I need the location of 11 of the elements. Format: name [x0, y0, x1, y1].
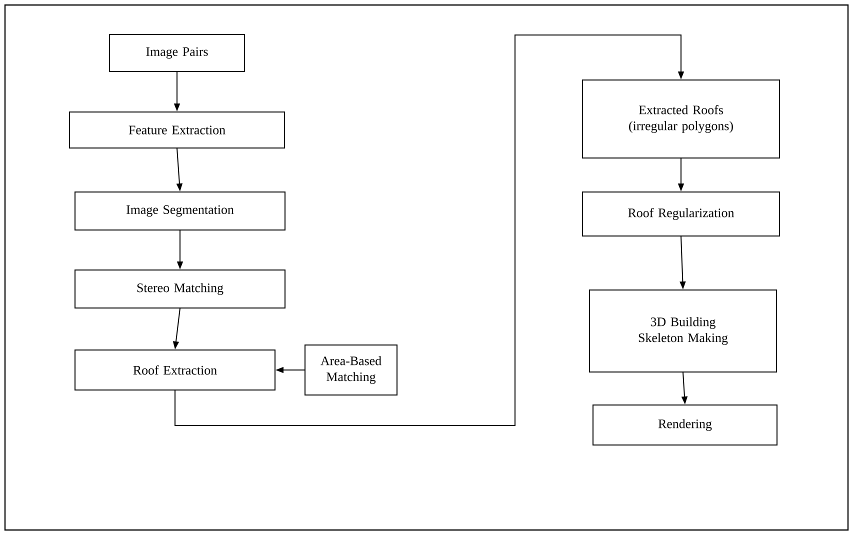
- process-box: Image Pairs: [109, 34, 245, 72]
- process-box: Roof Regularization: [582, 192, 780, 236]
- process-box: Image Segmentation: [74, 192, 286, 230]
- process-box: Extracted Roofs (irregular polygons): [582, 80, 780, 158]
- arrow: [174, 34, 684, 426]
- process-box: Area-Based Matching: [304, 344, 398, 396]
- process-box: Rendering: [592, 404, 778, 446]
- process-box: Stereo Matching: [74, 270, 286, 308]
- process-box: Roof Extraction: [74, 350, 276, 390]
- process-box: 3D Building Skeleton Making: [589, 290, 777, 372]
- process-box: Feature Extraction: [69, 112, 285, 148]
